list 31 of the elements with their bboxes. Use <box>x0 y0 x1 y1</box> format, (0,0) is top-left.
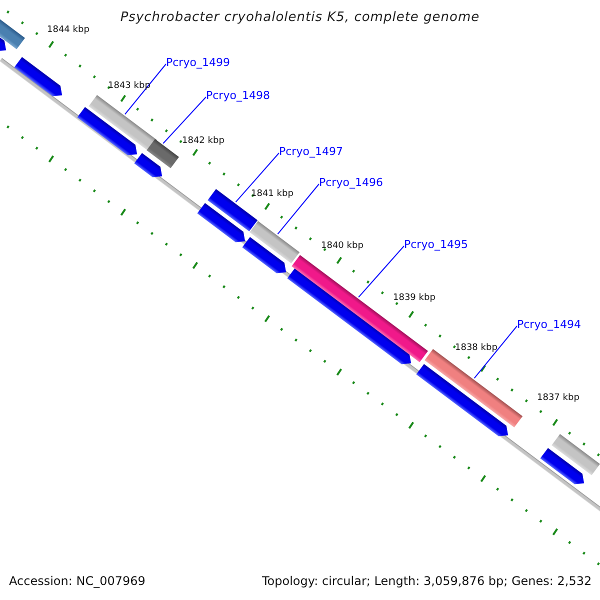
leader-line <box>358 246 404 298</box>
scale-label: 1837 kbp <box>537 393 580 403</box>
gene-bar <box>88 95 157 152</box>
gene-bar <box>552 434 600 476</box>
pointed-gene-bar <box>77 107 138 156</box>
scale-label: 1844 kbp <box>47 25 90 35</box>
pointed-gene-bar <box>197 203 246 242</box>
leader-line <box>235 152 280 203</box>
title: Psychrobacter cryohalolentis K5, complete genome <box>119 10 481 25</box>
scale-label: 1839 kbp <box>393 293 436 303</box>
accession-text: Accession: NC_007969 <box>9 574 146 588</box>
gene-bar <box>146 139 179 168</box>
gene-label: Pcryo_1497 <box>279 145 343 158</box>
genome-info-text: Topology: circular; Length: 3,059,876 bp; Genes: 2,532 <box>262 574 592 588</box>
scale-label: 1840 kbp <box>321 241 364 251</box>
gene-label: Pcryo_1498 <box>206 89 270 102</box>
gene-label: Pcryo_1494 <box>517 318 581 331</box>
pointed-gene-bar <box>416 364 508 436</box>
pointed-gene-bar <box>540 448 584 484</box>
gene-label: Pcryo_1495 <box>404 238 468 251</box>
gene-label: Pcryo_1496 <box>319 176 383 189</box>
pointed-gene-bar <box>14 57 62 96</box>
pointed-gene-bar <box>242 237 286 274</box>
leader-line <box>162 96 206 144</box>
leader-line <box>124 64 166 115</box>
gene-label: Pcryo_1499 <box>166 56 230 69</box>
gene-bar <box>250 221 300 264</box>
scale-label: 1841 kbp <box>251 189 294 199</box>
scale-label: 1838 kbp <box>455 343 498 353</box>
leader-line <box>474 326 518 379</box>
scale-label: 1842 kbp <box>182 136 224 146</box>
